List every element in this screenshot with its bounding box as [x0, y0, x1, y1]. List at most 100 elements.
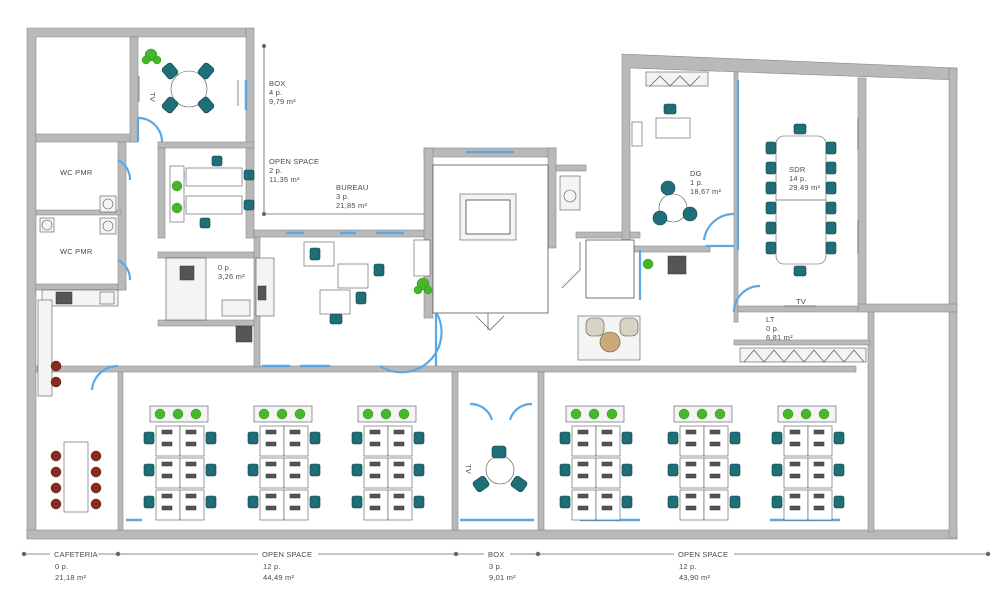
- monitor-icon: [789, 493, 801, 499]
- monitor-icon: [813, 473, 825, 479]
- legend-cafeteria-area: 21,18 m²: [55, 573, 86, 582]
- chair-icon: [667, 495, 679, 509]
- monitor-icon: [789, 473, 801, 479]
- dg-name: DG: [690, 169, 702, 178]
- chair-icon: [771, 463, 783, 477]
- monitor-icon: [161, 461, 173, 467]
- sdr-furniture: [765, 118, 859, 307]
- sdr-name: SDR: [789, 165, 806, 174]
- monitor-icon: [185, 473, 197, 479]
- monitor-icon: [685, 441, 697, 447]
- chair-icon: [621, 431, 633, 445]
- legend-open-space-left-capacity: 12 p.: [263, 562, 281, 571]
- monitor-icon: [789, 441, 801, 447]
- monitor-icon: [289, 461, 301, 467]
- chair-icon: [729, 431, 741, 445]
- chair-icon: [309, 463, 321, 477]
- small-room-furniture: [165, 257, 275, 343]
- legend-cafeteria-capacity: 0 p.: [55, 562, 68, 571]
- monitor-icon: [789, 505, 801, 511]
- monitor-icon: [265, 505, 277, 511]
- room-labels: BOX 4 p. 9,79 m² OPEN SPACE 2 p. 11,35 m…: [60, 79, 820, 474]
- chair-icon: [351, 463, 363, 477]
- plant-icon: [362, 408, 374, 420]
- plant-icon: [678, 408, 690, 420]
- monitor-icon: [265, 461, 277, 467]
- monitor-icon: [161, 429, 173, 435]
- tv-label-box-bottom: TV: [464, 464, 473, 474]
- monitor-icon: [601, 461, 613, 467]
- tv-label-sdr: TV: [796, 297, 806, 306]
- wc2-name: WC PMR: [60, 247, 93, 256]
- lt-name: LT: [766, 315, 775, 324]
- monitor-icon: [161, 493, 173, 499]
- plant-icon: [172, 408, 184, 420]
- small-room-capacity: 0 p.: [218, 263, 231, 272]
- monitor-icon: [393, 505, 405, 511]
- chair-icon: [247, 495, 259, 509]
- sdr-chairs: [765, 123, 837, 277]
- chair-icon: [621, 495, 633, 509]
- monitor-icon: [709, 441, 721, 447]
- monitor-icon: [289, 493, 301, 499]
- monitor-icon: [577, 473, 589, 479]
- box-bottom-furniture: [472, 445, 528, 493]
- bottom-legend: CAFETERIA 0 p. 21,18 m² OPEN SPACE 12 p.…: [21, 550, 991, 582]
- monitor-icon: [161, 505, 173, 511]
- plant-icon: [141, 48, 162, 65]
- dg-area: 18,67 m²: [690, 187, 721, 196]
- bureau-area: 21,85 m²: [336, 201, 367, 210]
- legend-open-space-left-area: 44,49 m²: [263, 573, 294, 582]
- monitor-icon: [393, 441, 405, 447]
- legend-open-space-right-area: 43,90 m²: [679, 573, 710, 582]
- plant-icon: [696, 408, 708, 420]
- open-space-top-capacity: 2 p.: [269, 166, 282, 175]
- lt-furniture: [739, 347, 867, 363]
- monitor-icon: [393, 461, 405, 467]
- monitor-icon: [709, 493, 721, 499]
- open-space-top-name: OPEN SPACE: [269, 157, 319, 166]
- plant-icon: [588, 408, 600, 420]
- monitor-icon: [185, 441, 197, 447]
- dg-furniture: [631, 71, 709, 226]
- service-area: [559, 175, 687, 361]
- monitor-icon: [393, 429, 405, 435]
- plant-icon: [380, 408, 392, 420]
- chair-icon: [351, 495, 363, 509]
- bureau-capacity: 3 p.: [336, 192, 349, 201]
- central-core: [432, 164, 549, 331]
- plant-icon: [714, 408, 726, 420]
- small-room-area: 3,26 m²: [218, 272, 245, 281]
- chair-icon: [309, 431, 321, 445]
- monitor-icon: [289, 473, 301, 479]
- box-top-capacity: 4 p.: [269, 88, 282, 97]
- sdr-area: 29,49 m²: [789, 183, 820, 192]
- box-top-area: 9,79 m²: [269, 97, 296, 106]
- monitor-icon: [185, 493, 197, 499]
- monitor-icon: [369, 493, 381, 499]
- monitor-icon: [265, 429, 277, 435]
- monitor-icon: [577, 461, 589, 467]
- monitor-icon: [161, 441, 173, 447]
- monitor-icon: [685, 473, 697, 479]
- chair-icon: [729, 463, 741, 477]
- monitor-icon: [185, 505, 197, 511]
- monitor-icon: [393, 493, 405, 499]
- monitor-icon: [685, 505, 697, 511]
- desk: [783, 425, 809, 457]
- monitor-icon: [685, 493, 697, 499]
- bureau-name: BUREAU: [336, 183, 368, 192]
- monitor-icon: [789, 461, 801, 467]
- bureau-furniture: [303, 239, 433, 325]
- monitor-icon: [789, 429, 801, 435]
- chair-icon: [771, 495, 783, 509]
- plant-icon: [818, 408, 830, 420]
- monitor-icon: [709, 429, 721, 435]
- chair-icon: [205, 495, 217, 509]
- chair-icon: [833, 495, 845, 509]
- monitor-icon: [685, 429, 697, 435]
- cafeteria-furniture: [37, 289, 119, 513]
- plant-icon: [570, 408, 582, 420]
- tv-label-box-top: TV: [148, 92, 157, 102]
- chair-icon: [621, 463, 633, 477]
